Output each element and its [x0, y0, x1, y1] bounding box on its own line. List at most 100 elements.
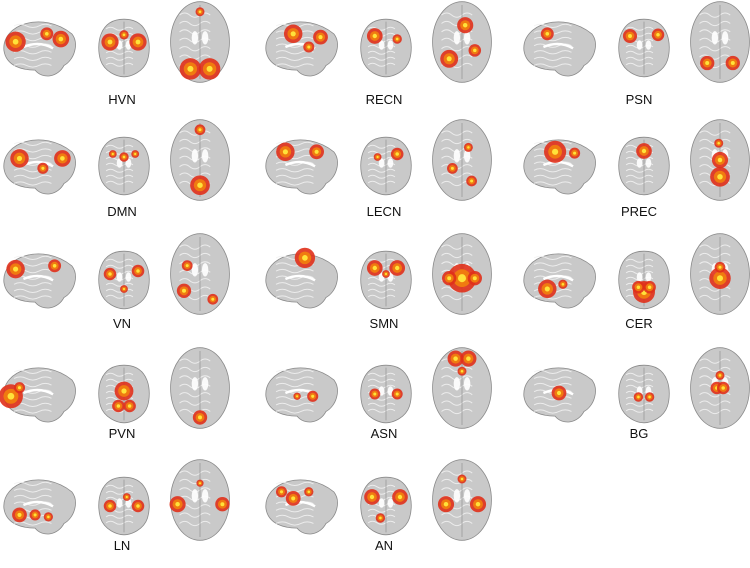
- dmn-coronal-view: [98, 136, 150, 196]
- an-activation-axial-1: [469, 496, 487, 513]
- psn-activation-coronal-0: [622, 28, 638, 44]
- recn-activation-coronal-1: [392, 34, 402, 44]
- ln-activation-sagittal-0: [12, 507, 27, 523]
- prec-activation-axial-1: [710, 166, 730, 187]
- psn-activation-axial-1: [725, 55, 740, 71]
- network-cer: [520, 232, 750, 342]
- recn-brain-axial: [432, 1, 492, 83]
- cer-activation-sagittal-0: [538, 279, 557, 299]
- dmn-activation-coronal-0: [119, 152, 129, 162]
- asn-brain-sagittal: [265, 367, 338, 423]
- network-hvn: [0, 0, 240, 110]
- recn-activation-sagittal-1: [313, 29, 328, 45]
- network-dmn: [0, 118, 240, 228]
- network-lecn: [262, 118, 502, 228]
- hvn-activation-axial-2: [195, 7, 205, 17]
- lecn-activation-axial-2: [466, 175, 477, 187]
- dmn-activation-axial-1: [194, 124, 206, 136]
- dmn-brain-coronal: [98, 136, 150, 196]
- bg-axial-view: [690, 347, 750, 429]
- recn-activation-axial-2: [468, 44, 482, 57]
- dmn-activation-coronal-1: [108, 150, 117, 158]
- bg-coronal-view: [618, 364, 670, 424]
- vn-activation-axial-1: [181, 260, 193, 271]
- dmn-activation-coronal-2: [131, 150, 140, 158]
- cer-activation-axial-0: [709, 267, 731, 289]
- smn-sagittal-view: [265, 247, 338, 309]
- smn-activation-axial-1: [442, 271, 457, 286]
- vn-activation-sagittal-0: [6, 259, 25, 279]
- network-prec: [520, 118, 750, 228]
- an-activation-axial-2: [457, 474, 467, 484]
- bg-activation-sagittal-0: [551, 385, 567, 401]
- psn-brain-axial: [690, 1, 750, 83]
- ln-axial-view: [169, 459, 230, 541]
- bg-brain-coronal: [618, 364, 670, 424]
- network-an: [262, 458, 502, 568]
- network-label-prec: PREC: [620, 204, 658, 219]
- recn-activation-axial-1: [457, 17, 474, 34]
- ln-sagittal-view: [3, 479, 76, 535]
- recn-coronal-view: [360, 18, 412, 78]
- ln-activation-axial-0: [169, 496, 186, 513]
- network-label-hvn: HVN: [108, 92, 136, 107]
- bg-activation-axial-1: [716, 381, 730, 395]
- recn-activation-sagittal-2: [303, 41, 315, 53]
- vn-axial-view: [170, 233, 230, 315]
- asn-activation-sagittal-1: [293, 392, 301, 400]
- prec-sagittal-view: [523, 139, 596, 195]
- psn-activation-sagittal-0: [540, 27, 554, 41]
- ln-coronal-view: [98, 476, 150, 536]
- network-label-dmn: DMN: [107, 204, 137, 219]
- prec-axial-view: [690, 119, 750, 201]
- recn-brain-sagittal: [265, 21, 338, 77]
- hvn-activation-axial-1: [198, 58, 221, 80]
- prec-activation-axial-0: [711, 151, 729, 169]
- lecn-brain-coronal: [360, 136, 412, 196]
- vn-sagittal-view: [3, 253, 76, 309]
- an-activation-axial-0: [437, 496, 455, 513]
- dmn-activation-sagittal-1: [54, 150, 71, 167]
- smn-activation-coronal-1: [389, 260, 406, 276]
- lecn-activation-coronal-1: [373, 153, 382, 161]
- cer-activation-axial-1: [714, 261, 726, 273]
- network-vn: [0, 232, 240, 342]
- an-activation-coronal-0: [364, 489, 380, 505]
- vn-activation-axial-0: [176, 283, 192, 298]
- vn-coronal-view: [98, 250, 150, 310]
- an-brain-coronal: [360, 476, 412, 536]
- smn-activation-axial-2: [467, 271, 482, 286]
- pvn-activation-axial-0: [192, 410, 208, 425]
- psn-brain-sagittal: [523, 21, 596, 77]
- an-activation-coronal-2: [375, 513, 386, 523]
- pvn-sagittal-view: [0, 367, 76, 423]
- lecn-activation-sagittal-1: [309, 144, 324, 160]
- hvn-coronal-view: [98, 18, 150, 78]
- asn-activation-axial-2: [457, 366, 467, 376]
- hvn-sagittal-view: [3, 21, 76, 77]
- lecn-brain-axial: [432, 119, 492, 201]
- smn-brain-sagittal: [265, 253, 338, 309]
- vn-activation-coronal-0: [103, 267, 117, 281]
- network-label-asn: ASN: [370, 426, 398, 441]
- asn-coronal-view: [360, 364, 412, 424]
- network-smn: [262, 232, 502, 342]
- hvn-activation-coronal-1: [129, 33, 147, 51]
- network-psn: [520, 0, 750, 110]
- ln-activation-coronal-2: [122, 493, 131, 501]
- an-brain-sagittal: [265, 479, 338, 535]
- network-label-an: AN: [374, 538, 394, 553]
- cer-activation-coronal-1: [632, 280, 645, 294]
- cer-sagittal-view: [523, 253, 596, 309]
- pvn-activation-sagittal-1: [13, 382, 26, 394]
- lecn-axial-view: [432, 119, 492, 201]
- asn-activation-sagittal-0: [307, 390, 319, 402]
- hvn-activation-sagittal-2: [40, 27, 54, 41]
- network-label-recn: RECN: [365, 92, 403, 107]
- dmn-activation-axial-0: [190, 175, 210, 196]
- vn-brain-axial: [170, 233, 230, 315]
- network-label-smn: SMN: [369, 316, 399, 331]
- pvn-activation-coronal-1: [112, 399, 125, 413]
- cer-activation-sagittal-1: [558, 279, 568, 289]
- dmn-sagittal-view: [3, 139, 76, 195]
